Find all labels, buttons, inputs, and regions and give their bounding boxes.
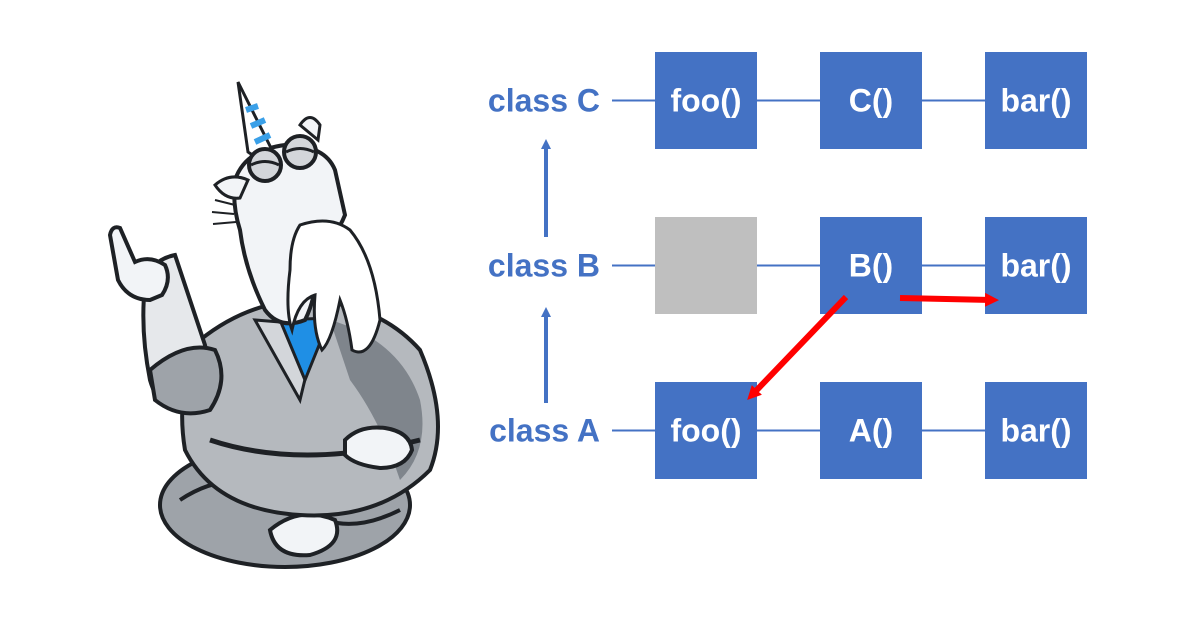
mascot-horn [236,81,274,157]
mascot-eye-left [247,147,283,183]
call-arrow-b-to-foo [747,294,849,401]
class-c-method-box-0 [655,52,757,149]
class-rows: class C foo() C() bar() class B B() bar() class… [488,52,1087,479]
mascot-pointing-hand [107,225,170,303]
mascot-horn-stripe-2 [249,117,267,129]
class-b-label: class B [488,248,600,284]
wise-unicorn-mascot-icon [107,81,440,569]
class-a-method-label-0: foo() [670,413,741,449]
class-a-method-box-0 [655,382,757,479]
mascot-eye-right [282,134,318,170]
class-a-label: class A [489,413,600,449]
class-c-method-box-2 [985,52,1087,149]
mascot-beard [286,219,382,354]
mascot-eyelid-right [285,147,315,154]
call-arrow-b-to-bar [899,292,999,307]
mascot-sleeve [147,345,224,416]
class-b-method-box-0-empty [655,217,757,314]
mascot-foot [267,512,340,558]
class-b-method-label-2: bar() [1000,248,1071,284]
mascot-whisker [211,199,237,225]
class-c-method-label-2: bar() [1000,83,1071,119]
mascot-ear-right [298,116,322,143]
class-a-method-box-2 [985,382,1087,479]
mascot-eyelid-left [250,160,280,167]
class-a-method-label-1: A() [849,413,893,449]
class-c-method-label-0: foo() [670,83,741,119]
class-a-method-label-2: bar() [1000,413,1071,449]
class-b-method-box-2 [985,217,1087,314]
mascot-ear [213,175,250,200]
mascot-horn-stripe-3 [253,132,272,145]
class-a-method-box-1 [820,382,922,479]
class-c-label: class C [488,83,600,119]
class-c-method-box-1 [820,52,922,149]
mascot-horn-stripe-1 [245,103,259,113]
class-c-method-label-1: C() [849,83,893,119]
mascot-resting-hand [343,425,415,471]
class-b-method-label-1: B() [849,248,893,284]
